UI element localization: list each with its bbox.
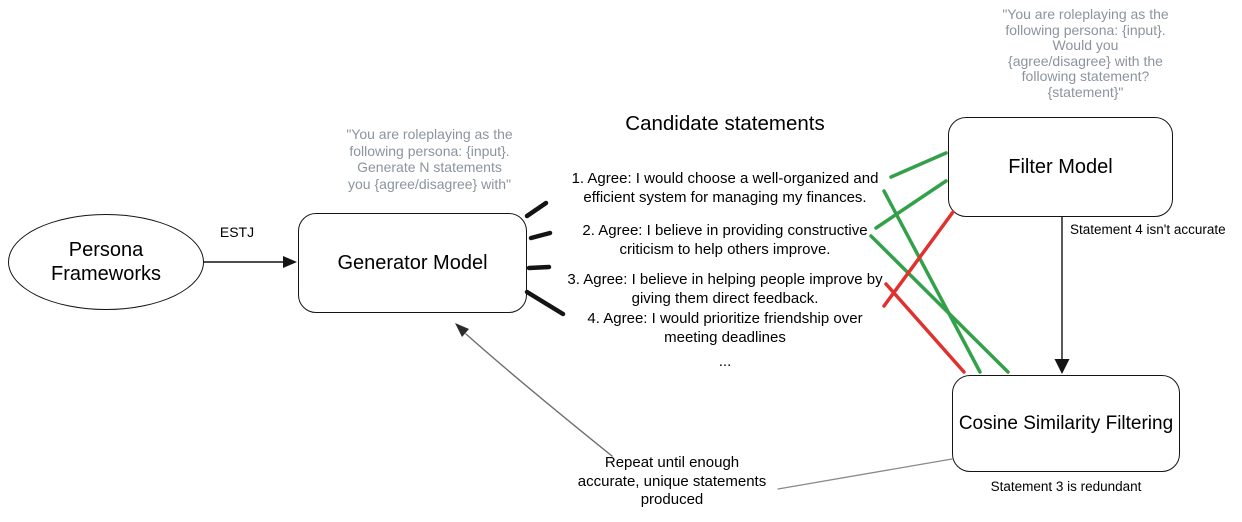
cosine-verdict-label: Statement 3 is redundant [990, 479, 1142, 494]
statement-4: 4. Agree: I would prioritize friendship … [587, 310, 863, 346]
node-persona-frameworks: Persona Frameworks [8, 214, 204, 310]
node-cosine-similarity-filtering: Cosine Similarity Filtering [952, 375, 1180, 472]
statement-1: 1. Agree: I would choose a well-organize… [571, 170, 879, 206]
node-filter-model: Filter Model [948, 117, 1173, 217]
statement-2: 2. Agree: I believe in providing constru… [582, 222, 868, 258]
cosine-similarity-filtering-label: Cosine Similarity Filtering [958, 412, 1174, 434]
filter-to-cosine-arrowhead [1054, 359, 1070, 374]
persona-frameworks-label: Persona Frameworks [50, 239, 161, 285]
repeat-note: Repeat until enough accurate, unique sta… [577, 454, 767, 508]
statements-ellipsis: ... [718, 353, 732, 370]
cosine-to-note-line [777, 458, 953, 490]
filter-verdict-label: Statement 4 isn't accurate [1070, 222, 1226, 237]
estj-arrowhead [283, 256, 297, 268]
node-generator-model: Generator Model [298, 213, 527, 313]
estj-edge-label: ESTJ [219, 224, 255, 240]
generator-spoke-3 [526, 264, 552, 271]
statement-3: 3. Agree: I believe in helping people im… [567, 271, 883, 307]
candidate-statements-title: Candidate statements [625, 112, 825, 135]
repeat-arrowhead [455, 323, 469, 337]
filter-model-label: Filter Model [1008, 155, 1113, 178]
generator-model-label: Generator Model [337, 251, 488, 274]
generator-prompt-text: "You are roleplaying as the following pe… [346, 126, 513, 192]
filter-prompt-text: "You are roleplaying as the following pe… [1002, 6, 1169, 100]
